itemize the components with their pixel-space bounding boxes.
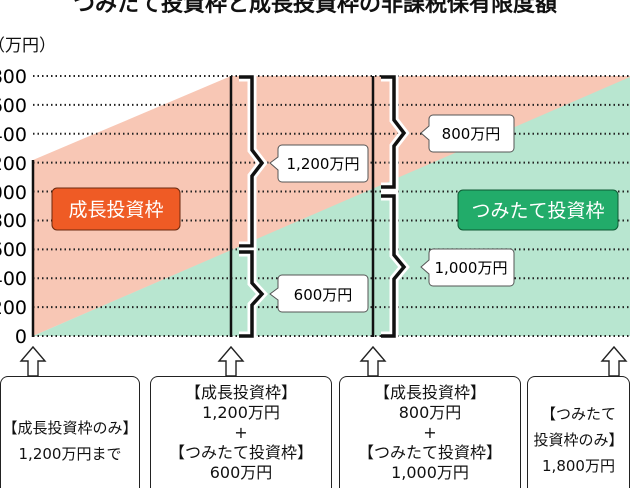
svg-text:つみたて投資枠: つみたて投資枠 [471, 200, 604, 222]
y-tick: 600 [0, 239, 27, 261]
up-arrow-icon [217, 345, 245, 377]
info-box-tsumitate-only: 【つみたて投資枠のみ】1,800万円 [527, 376, 630, 488]
y-tick: 0 [15, 326, 27, 348]
callout-1000: 1,000万円 [420, 248, 515, 287]
y-tick: 1,400 [0, 124, 27, 146]
up-arrow-icon [359, 345, 387, 377]
y-axis-labels: 1,800 1,600 1,400 1,200 1,000 800 600 40… [0, 66, 27, 348]
tsumitate-label: つみたて投資枠 [457, 189, 619, 231]
info-box-growth-only: 【成長投資枠のみ】1,200万円まで [0, 376, 140, 488]
svg-text:1,000万円: 1,000万円 [435, 259, 508, 277]
svg-text:成長投資枠: 成長投資枠 [68, 199, 163, 221]
y-tick: 1,600 [0, 95, 27, 117]
up-arrow-icon [19, 345, 47, 377]
info-box-1200-600: 【成長投資枠】1,200万円+【つみたて投資枠】600万円 [150, 376, 332, 488]
callout-800: 800万円 [420, 114, 515, 153]
unit-label: （万円） [0, 36, 56, 56]
brace-1200 [239, 72, 268, 251]
svg-text:600万円: 600万円 [294, 286, 353, 304]
y-tick: 200 [0, 297, 27, 319]
info-box-800-1000: 【成長投資枠】800万円+【つみたて投資枠】1,000万円 [339, 376, 521, 488]
callout-1200: 1,200万円 [269, 144, 369, 183]
brace-600 [239, 247, 269, 341]
callout-600: 600万円 [269, 274, 369, 313]
diagram-title: つみたて投資枠と成長投資枠の非課税保有限度額 [72, 0, 557, 17]
svg-text:1,200万円: 1,200万円 [287, 155, 360, 173]
brace-1000 [381, 191, 410, 341]
up-arrow-icon [600, 345, 628, 377]
y-tick: 800 [0, 210, 27, 232]
svg-text:800万円: 800万円 [442, 125, 501, 143]
y-tick: 400 [0, 268, 27, 290]
growth-label: 成長投資枠 [51, 187, 181, 231]
y-tick: 1,200 [0, 153, 27, 175]
y-tick: 1,000 [0, 182, 27, 204]
brace-800 [381, 72, 410, 192]
y-tick: 1,800 [0, 66, 27, 88]
up-arrows [19, 345, 628, 377]
